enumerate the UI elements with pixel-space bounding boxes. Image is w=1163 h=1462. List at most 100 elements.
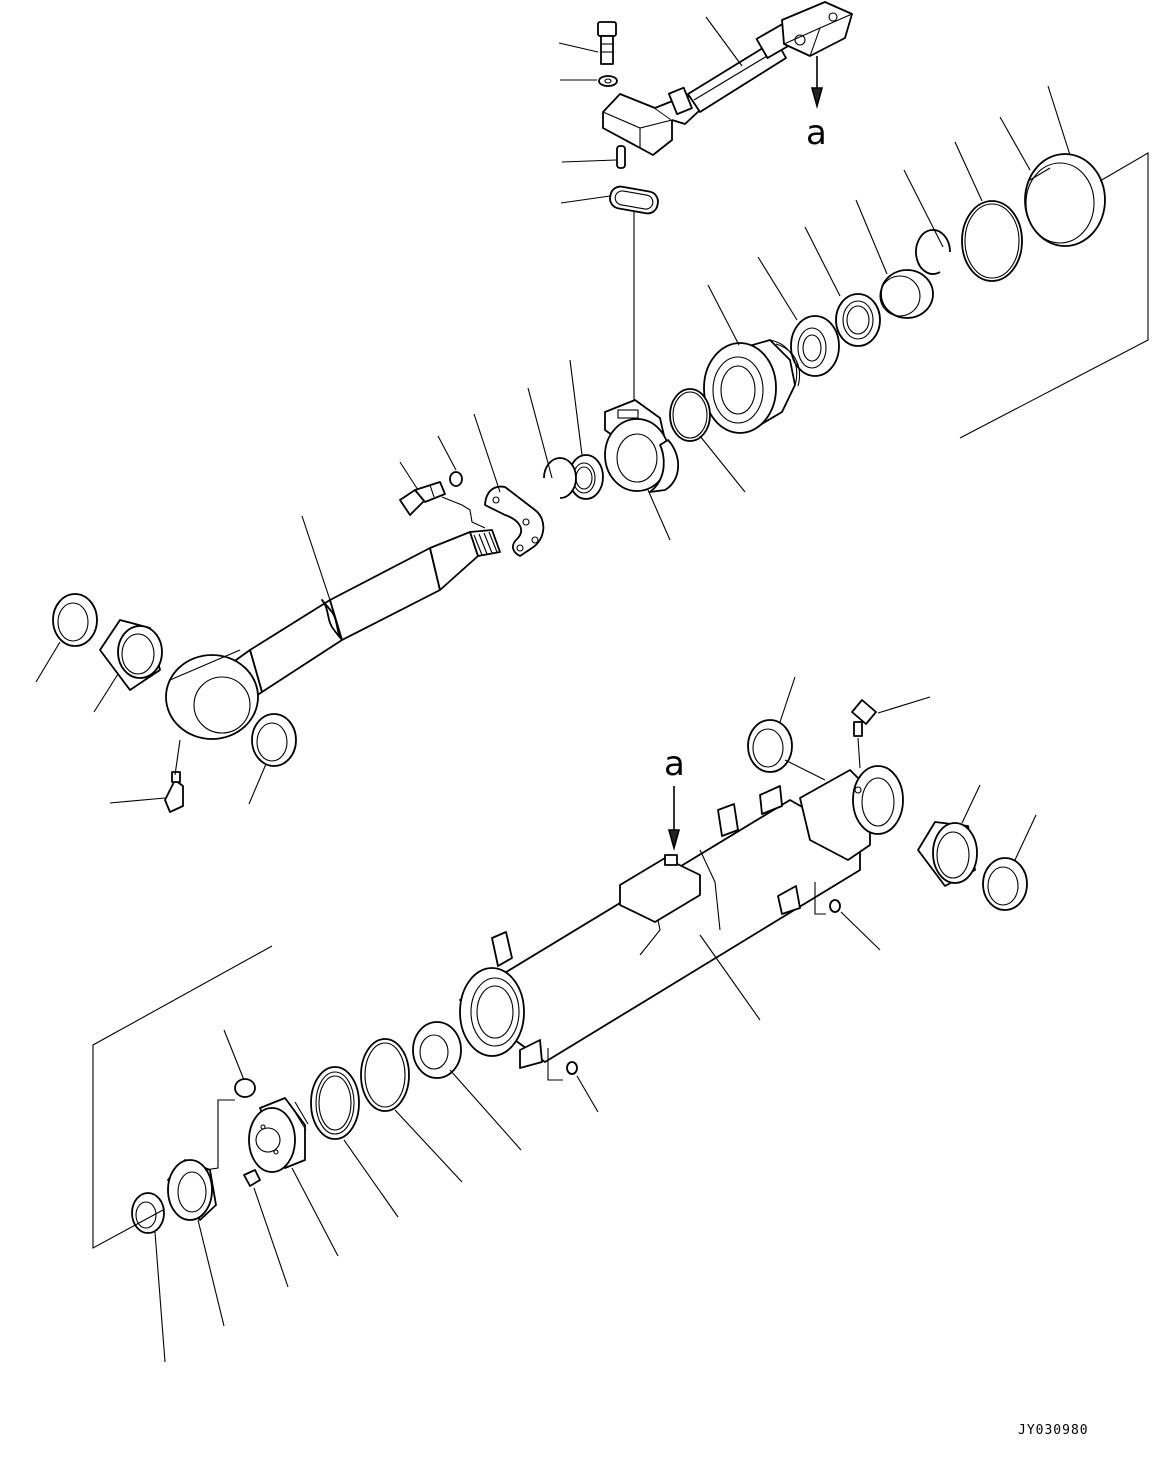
- assembly-line: [547, 1048, 563, 1081]
- plate-washer: [449, 471, 463, 487]
- rod-end-seal-left: [52, 593, 98, 647]
- tube-bracket: [777, 885, 801, 915]
- tube-end-seal-bottom: [982, 857, 1028, 911]
- leader-line: [705, 16, 743, 67]
- piston-wear-ring: [360, 1038, 410, 1112]
- leader-line: [558, 42, 599, 53]
- leader-line: [840, 911, 881, 951]
- tube-grease-fitting: [851, 699, 877, 737]
- leader-line: [291, 1167, 339, 1257]
- piston-rod: [165, 529, 501, 740]
- leader-line: [223, 1029, 245, 1081]
- dust-ring-large: [1024, 153, 1106, 247]
- buffer-ring: [790, 315, 840, 377]
- drawing-number: JY030980: [1018, 1423, 1089, 1438]
- leader-line: [999, 116, 1031, 171]
- leader-line: [699, 435, 746, 493]
- assembly-bracket: [441, 496, 486, 529]
- piston-nut: [412, 1021, 462, 1079]
- tube-eye: [852, 765, 904, 835]
- head-o-ring: [669, 388, 711, 442]
- assembly-line: [174, 739, 181, 776]
- rod-grease-fitting: [164, 771, 184, 813]
- callout-letter-a: a: [664, 744, 685, 784]
- leader-line: [903, 169, 944, 248]
- leader-line: [961, 784, 981, 824]
- tube-bracket: [519, 1039, 543, 1069]
- leader-line: [35, 641, 61, 683]
- leader-line: [560, 195, 611, 204]
- leader-line: [877, 696, 931, 714]
- leader-line: [855, 199, 888, 275]
- assembly-line: [204, 1099, 235, 1171]
- leader-line: [576, 1075, 599, 1113]
- assembly-outline: [92, 945, 273, 1249]
- cylinder-head-parts: [399, 85, 1149, 557]
- tube-end-seal-top: [747, 719, 793, 773]
- assembly-line: [784, 759, 826, 781]
- assembly-line: [857, 737, 861, 769]
- leader-line: [804, 226, 841, 297]
- sensor-bolt: [597, 21, 617, 65]
- tube-end-bushing: [917, 821, 978, 887]
- leader-line: [343, 1139, 399, 1218]
- steel-ball: [566, 1061, 578, 1075]
- sensor-assembly: a: [558, 1, 853, 403]
- cushion-ring: [131, 1192, 165, 1234]
- leader-line: [301, 515, 331, 601]
- cylinder-head: [703, 339, 801, 434]
- rod-bushing: [879, 269, 934, 319]
- reference-arrow-a: [667, 786, 681, 851]
- backup-ring: [961, 200, 1023, 282]
- leader-line: [109, 797, 166, 804]
- piston-plug: [234, 1078, 256, 1098]
- retaining-ring: [543, 457, 577, 499]
- sensor-housing: [604, 399, 680, 493]
- sensor-block: [602, 86, 701, 156]
- callout-letter-a: a: [806, 113, 827, 153]
- set-screw: [243, 1169, 261, 1187]
- tube-bracket: [717, 803, 739, 837]
- leader-line: [569, 359, 583, 456]
- steel-ball: [829, 899, 841, 913]
- leader-line: [707, 284, 740, 346]
- cylinder-tube: [459, 765, 904, 1069]
- leader-line: [779, 676, 796, 723]
- tube-bracket: [759, 785, 783, 815]
- leader-line: [399, 461, 419, 491]
- leader-line: [527, 387, 553, 479]
- piston: [248, 1097, 309, 1173]
- plate-bolt: [399, 481, 446, 516]
- leader-line: [561, 159, 617, 163]
- rod-end-seal-right: [251, 713, 297, 767]
- leader-line: [473, 413, 501, 493]
- leader-line: [1014, 814, 1037, 861]
- assembly-outline: [959, 152, 1149, 439]
- leader-line: [449, 1069, 522, 1151]
- hose-connector: [781, 1, 853, 57]
- leader-line: [248, 763, 267, 805]
- sensor-gasket: [609, 185, 659, 215]
- leader-line: [394, 1109, 463, 1183]
- leader-line: [757, 256, 798, 321]
- tube-bracket: [491, 931, 513, 967]
- leader-line: [647, 489, 671, 541]
- leader-line: [93, 673, 119, 713]
- rod-eye: [165, 654, 259, 740]
- leader-line: [154, 1231, 166, 1363]
- rod-seal: [835, 293, 881, 347]
- leader-line: [437, 435, 457, 471]
- snap-ring: [915, 229, 951, 275]
- rod-end-bushing: [99, 619, 163, 691]
- piston-seal: [310, 1066, 360, 1140]
- leader-line: [197, 1219, 225, 1327]
- leader-line: [1047, 85, 1071, 156]
- reference-arrow-a: [810, 56, 824, 109]
- leader-line: [253, 1187, 289, 1288]
- leader-line: [954, 141, 983, 202]
- leader-line: [699, 934, 761, 1021]
- cushion-plate: [167, 1159, 217, 1221]
- sensor-pin: [616, 145, 626, 169]
- assembly-line: [814, 882, 826, 915]
